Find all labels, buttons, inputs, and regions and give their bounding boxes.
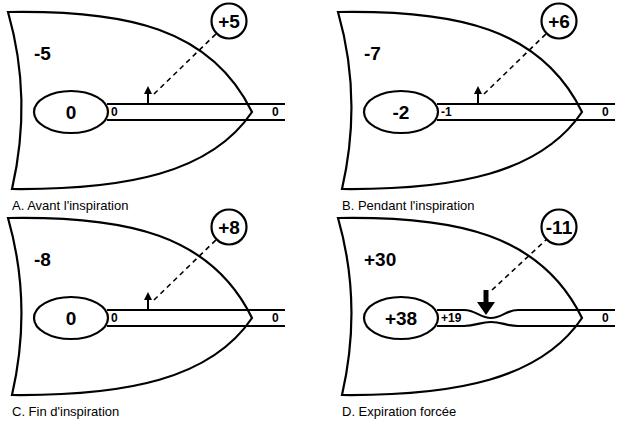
- airway-wall: [107, 309, 285, 311]
- alveolus: 0: [33, 90, 109, 134]
- airway-wall: [437, 310, 615, 318]
- callout-outline: [542, 210, 577, 245]
- transmural-pressure: -11: [546, 218, 572, 237]
- transmural-pressure: +6: [548, 12, 570, 31]
- thorax-outline: [338, 12, 582, 189]
- callout-circle: +5: [210, 2, 248, 40]
- transmural-pressure: +8: [218, 218, 240, 237]
- alveolus: +38: [363, 296, 439, 340]
- transmural-pressure: +5: [218, 12, 240, 31]
- pleural-pressure: -7: [364, 44, 381, 63]
- alveolus-outline: [34, 297, 108, 339]
- mouth-pressure: 0: [272, 106, 279, 118]
- airway-group: [437, 238, 615, 326]
- airway-wall: [107, 325, 285, 327]
- callout-outline: [212, 4, 247, 39]
- airway-pressure: +19: [441, 312, 461, 324]
- thorax-outline: [338, 218, 582, 395]
- alveolus-outline: [34, 91, 108, 133]
- pressure-arrow-head: [474, 86, 482, 94]
- thorax-outline: [8, 12, 252, 189]
- alveolar-pressure: 0: [66, 103, 77, 122]
- alveolus: -2: [363, 90, 439, 134]
- compression-arrow: [484, 290, 489, 304]
- airway-wall: [107, 103, 285, 105]
- compression-arrow-head: [477, 302, 495, 315]
- airway-wall: [437, 322, 615, 326]
- pressure-arrow-head: [144, 86, 152, 94]
- airway-pressure: 0: [111, 106, 118, 118]
- pleural-pressure: -5: [34, 44, 51, 63]
- callout-outline: [212, 210, 247, 245]
- callout-circle: -11: [540, 208, 578, 246]
- thorax-outline: [8, 218, 252, 395]
- alveolus-outline: [364, 297, 438, 339]
- callout-circle: +8: [210, 208, 248, 246]
- callout-circle: +6: [540, 2, 578, 40]
- pleural-pressure: +30: [364, 250, 396, 269]
- panel-caption: D. Expiration forcée: [342, 405, 456, 419]
- airway-group: [437, 32, 615, 120]
- alveolar-pressure: +38: [385, 309, 417, 328]
- mouth-pressure: 0: [602, 106, 609, 118]
- alveolar-pressure: 0: [66, 309, 77, 328]
- pressure-arrow-head: [144, 292, 152, 300]
- panel-caption: C. Fin d'inspiration: [12, 405, 119, 419]
- mouth-pressure: 0: [272, 312, 279, 324]
- airway-wall: [437, 119, 615, 121]
- airway-pressure: 0: [111, 312, 118, 324]
- pleural-pressure: -8: [34, 250, 51, 269]
- airway-wall: [437, 103, 615, 105]
- alveolus: 0: [33, 296, 109, 340]
- alveolus-outline: [364, 91, 438, 133]
- airway-pressure: -1: [441, 106, 452, 118]
- panel-caption: A. Avant l'inspiration: [12, 199, 128, 213]
- airway-group: [107, 32, 285, 120]
- airway-group: [107, 238, 285, 326]
- panel-caption: B. Pendant l'inspiration: [342, 199, 475, 213]
- mouth-pressure: 0: [602, 312, 609, 324]
- alveolar-pressure: -2: [393, 103, 410, 122]
- airway-wall: [107, 119, 285, 121]
- callout-outline: [542, 4, 577, 39]
